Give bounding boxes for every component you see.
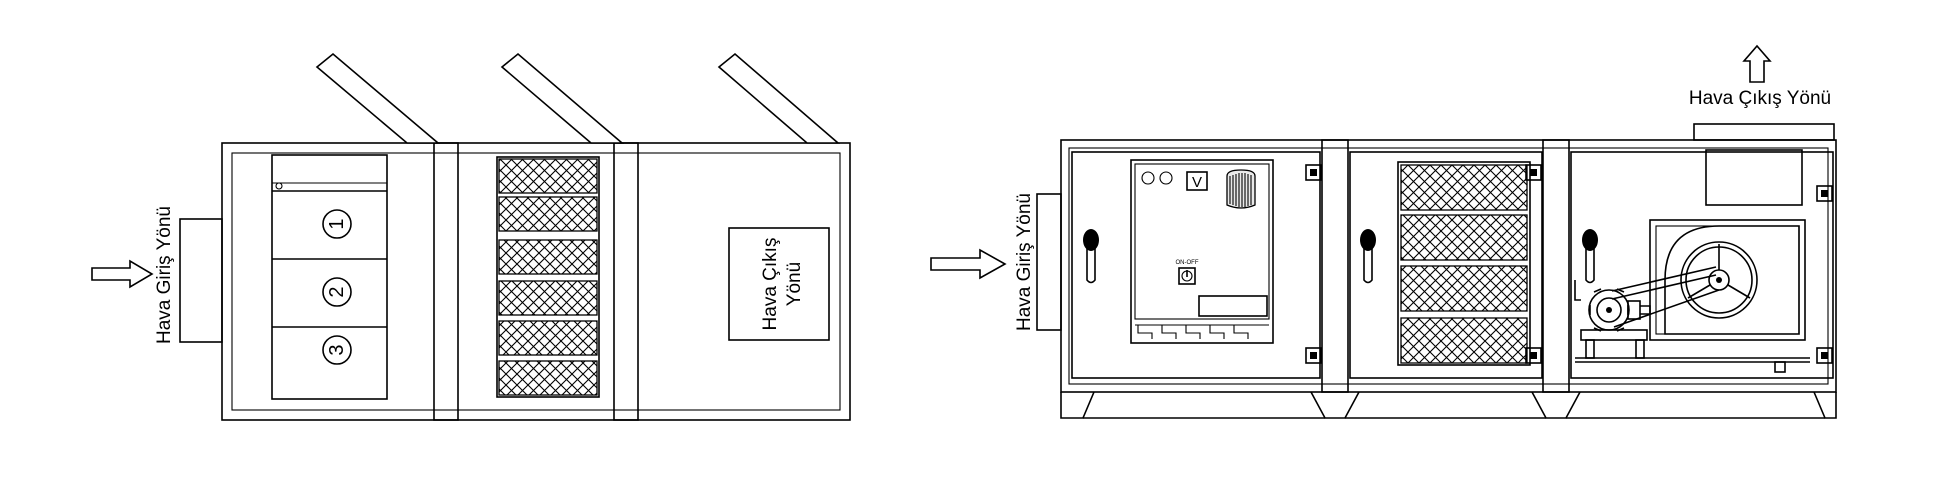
top-outlet-label-line1: Hava Çıkış — [760, 238, 781, 331]
vent-grille-icon — [1226, 169, 1256, 209]
top-outer-frame — [221, 142, 851, 421]
front-filter-stack — [1397, 161, 1531, 366]
top-open-door-1 — [315, 52, 441, 144]
front-door-2 — [1349, 151, 1543, 379]
front-outlet-arrow-icon — [1742, 44, 1772, 83]
top-outlet-box — [728, 227, 830, 341]
voltmeter — [1186, 171, 1208, 191]
front-outlet-collar — [1693, 123, 1835, 141]
display-box — [1198, 295, 1268, 317]
centrifugal-fan-icon — [1649, 219, 1806, 341]
speed-switch-1: 1 — [322, 209, 352, 239]
front-inlet-label: Hava Giriş Yönü — [1014, 193, 1035, 331]
front-legs — [1060, 391, 1837, 419]
speed-switch-3: 3 — [322, 335, 352, 365]
door-handle-icon — [1083, 229, 1099, 284]
speed-digit-1: 1 — [326, 218, 348, 229]
drive-belt — [1611, 266, 1720, 328]
hinge-icon — [1816, 185, 1833, 364]
front-section-dividers — [1321, 139, 1570, 393]
speed-digit-2: 2 — [326, 286, 348, 297]
motor-base-arm — [1574, 280, 1581, 301]
power-switch-icon — [1178, 267, 1196, 285]
front-inlet-arrow-icon — [930, 248, 1007, 280]
switch-label: ON-OFF — [1176, 260, 1199, 266]
front-inlet-collar — [1036, 193, 1062, 331]
speed-digit-3: 3 — [326, 344, 348, 355]
terminal-strip — [1135, 324, 1269, 339]
top-open-door-3 — [717, 52, 841, 144]
motor-icon — [1580, 288, 1651, 359]
top-section-dividers — [433, 142, 639, 421]
top-view-unit: Hava Giriş Yönü 1 2 — [91, 52, 851, 421]
electrical-panel: V ON-OFF — [1130, 159, 1274, 344]
front-door-1: V ON-OFF — [1071, 151, 1322, 379]
top-inlet-collar — [179, 218, 223, 343]
top-filter-stack — [496, 156, 600, 398]
base-rail — [1575, 357, 1810, 373]
top-inlet-label: Hava Giriş Yönü — [154, 206, 175, 344]
front-view-unit: Hava Giriş Yönü Hava Çıkış Yönü — [930, 44, 1837, 419]
front-fan-compartment — [1570, 149, 1834, 379]
speed-switch-2: 2 — [322, 277, 352, 307]
hinge-icon — [1525, 164, 1542, 364]
fan-outlet-duct — [1705, 149, 1803, 206]
door-handle-icon — [1360, 229, 1376, 284]
top-open-door-2 — [500, 52, 625, 144]
door-handle-icon — [1582, 229, 1598, 284]
voltmeter-label: V — [1192, 174, 1202, 191]
top-control-panel: 1 2 3 — [271, 154, 388, 400]
hinge-icon — [1305, 164, 1322, 364]
top-outlet-label-line2: Yönü — [784, 262, 805, 306]
top-inlet-arrow-icon — [91, 259, 154, 289]
front-outlet-label: Hava Çıkış Yönü — [1689, 88, 1831, 109]
front-outer-frame — [1060, 139, 1837, 393]
